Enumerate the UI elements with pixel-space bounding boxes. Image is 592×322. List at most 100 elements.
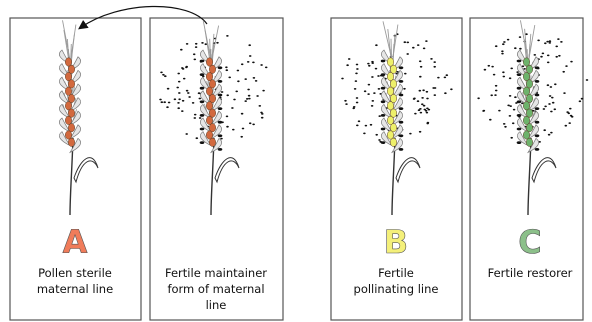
pollen-dot bbox=[226, 69, 229, 71]
pollen-dot bbox=[432, 87, 435, 89]
pollen-dot bbox=[226, 116, 229, 118]
pollen-dot bbox=[433, 61, 436, 63]
anther bbox=[535, 134, 540, 137]
pollen-dot bbox=[181, 67, 184, 69]
pollen-dot bbox=[507, 105, 510, 107]
pollen-dot bbox=[221, 91, 224, 93]
pollen-dot bbox=[364, 90, 367, 92]
pollen-dot bbox=[489, 119, 492, 121]
pollen-dot bbox=[519, 48, 522, 50]
pollen-dot bbox=[420, 112, 423, 114]
pollen-dot bbox=[425, 110, 428, 112]
pollen-dot bbox=[261, 117, 264, 119]
pollen-dot bbox=[377, 75, 380, 77]
pollen-dot bbox=[348, 58, 351, 60]
panel-c-caption-1: Fertile restorer bbox=[488, 266, 573, 280]
leaf bbox=[74, 158, 98, 182]
panel-maintainer-caption-1: Fertile maintainer bbox=[165, 266, 267, 280]
pollen-dot bbox=[422, 89, 425, 91]
pollen-dot bbox=[437, 77, 440, 79]
anther bbox=[218, 107, 223, 110]
panel-b-caption-2: pollinating line bbox=[354, 282, 439, 296]
pollen-dot bbox=[550, 132, 553, 134]
pollen-dot bbox=[430, 58, 433, 60]
pollen-dot bbox=[562, 71, 565, 73]
pollen-dot bbox=[356, 97, 359, 99]
pollen-dot bbox=[421, 97, 424, 99]
pollen-dot bbox=[233, 99, 236, 101]
anther bbox=[535, 121, 540, 124]
leaf bbox=[532, 158, 556, 182]
pollen-dot bbox=[404, 73, 407, 75]
pollen-dot bbox=[417, 44, 420, 46]
pollen-dot bbox=[228, 77, 231, 79]
pollen-dot bbox=[514, 96, 517, 98]
pollen-dot bbox=[178, 81, 181, 83]
pollen-dot bbox=[186, 43, 189, 45]
pollen-dot bbox=[231, 107, 234, 109]
pollen-dot bbox=[498, 110, 501, 112]
pollen-dot bbox=[177, 102, 180, 104]
pollen-dot bbox=[423, 105, 426, 107]
pollen-dot bbox=[237, 70, 240, 72]
pollen-dot bbox=[427, 122, 430, 124]
pollen-dot bbox=[178, 98, 181, 100]
pollen-dot bbox=[482, 110, 485, 112]
anther bbox=[399, 107, 404, 110]
anther bbox=[535, 80, 540, 83]
anther bbox=[218, 121, 223, 124]
pollen-dot bbox=[185, 133, 188, 135]
anther bbox=[218, 80, 223, 83]
pollen-dot bbox=[159, 99, 162, 101]
grain bbox=[390, 138, 396, 146]
pollen-dot bbox=[555, 46, 558, 48]
pollen-dot bbox=[194, 114, 197, 116]
pollen-dot bbox=[370, 124, 373, 126]
pollen-dot bbox=[194, 117, 197, 119]
pollen-dot bbox=[507, 39, 510, 41]
pollen-dot bbox=[356, 102, 359, 104]
pollen-dot bbox=[168, 102, 171, 104]
anther bbox=[381, 60, 386, 63]
pollen-dot bbox=[488, 65, 491, 67]
pollen-dot bbox=[419, 60, 422, 62]
pollen-dot bbox=[560, 41, 563, 43]
pollen-dot bbox=[260, 64, 263, 66]
pollen-dot bbox=[367, 93, 370, 95]
pollen-dot bbox=[444, 77, 447, 79]
pollen-dot bbox=[542, 53, 545, 55]
pollen-dot bbox=[549, 42, 552, 44]
pollen-dot bbox=[419, 131, 422, 133]
anther bbox=[517, 141, 522, 144]
pollen-dot bbox=[248, 44, 251, 46]
anther bbox=[399, 148, 404, 151]
pollen-dot bbox=[540, 56, 543, 58]
pollen-dot bbox=[534, 54, 537, 56]
pollen-dot bbox=[375, 134, 378, 136]
pollen-dot bbox=[444, 92, 447, 94]
pollen-dot bbox=[477, 97, 480, 99]
pollen-dot bbox=[569, 108, 572, 110]
pollen-dot bbox=[242, 128, 245, 130]
pollen-dot bbox=[548, 103, 551, 105]
pollen-dot bbox=[484, 69, 487, 71]
pollen-dot bbox=[226, 126, 229, 128]
pollen-dot bbox=[260, 112, 263, 114]
pollen-dot bbox=[354, 88, 357, 90]
pollen-dot bbox=[180, 49, 183, 51]
pollen-dot bbox=[201, 42, 204, 44]
pollen-dot bbox=[247, 61, 250, 63]
pollen-dot bbox=[196, 137, 199, 139]
pollen-dot bbox=[235, 91, 238, 93]
pollen-dot bbox=[178, 92, 181, 94]
pollen-dot bbox=[232, 129, 235, 131]
pollen-dot bbox=[371, 105, 374, 107]
pollen-dot bbox=[352, 107, 355, 109]
anther bbox=[218, 148, 223, 151]
pollen-dot bbox=[446, 74, 449, 76]
anther bbox=[200, 141, 205, 144]
pollen-dot bbox=[244, 78, 247, 80]
pollen-dot bbox=[523, 68, 526, 70]
pollen-dot bbox=[493, 74, 496, 76]
pollen-dot bbox=[356, 64, 359, 66]
